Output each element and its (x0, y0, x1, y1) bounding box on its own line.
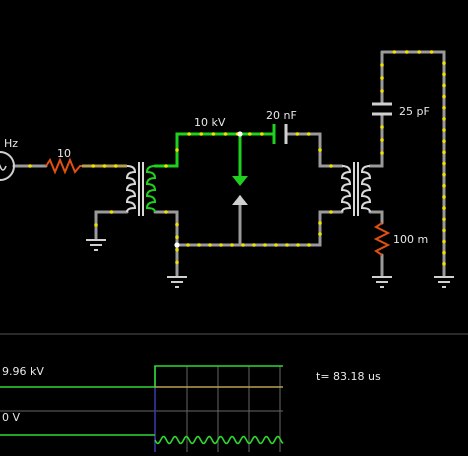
ground-icon (86, 239, 106, 251)
current-dot (380, 151, 384, 155)
current-dot (260, 132, 264, 136)
current-dot (263, 243, 267, 247)
current-dot (417, 50, 422, 54)
current-dot (329, 164, 333, 168)
junction-nodes (174, 131, 243, 248)
ground-icon (372, 276, 392, 288)
current-dot (442, 150, 446, 155)
current-dot (175, 222, 179, 227)
current-dot (102, 164, 107, 168)
current-dot (252, 243, 256, 247)
capacitor-20nf-icon[interactable] (272, 124, 288, 144)
current-dot (285, 243, 289, 247)
current-dot (442, 72, 446, 77)
current-dot (442, 184, 446, 188)
resistor-10-icon[interactable] (45, 157, 82, 175)
current-dot (296, 243, 300, 247)
current-dot (429, 50, 434, 54)
current-dot (230, 243, 234, 247)
current-dot (442, 195, 446, 199)
current-dot (91, 164, 96, 168)
current-dot (241, 243, 245, 247)
current-dot (392, 50, 397, 54)
current-dot (164, 164, 168, 168)
current-dot (113, 164, 118, 168)
current-dot (175, 260, 179, 265)
current-dot (175, 248, 179, 252)
current-dot (380, 89, 384, 93)
scope-oscillation (154, 435, 284, 445)
current-dot (442, 217, 446, 222)
resistor-100m-icon[interactable] (373, 222, 391, 256)
transformer-1-icon[interactable] (125, 162, 157, 216)
current-dot (164, 210, 168, 214)
current-dot (380, 125, 384, 129)
current-dot (199, 132, 204, 136)
current-dot (442, 262, 446, 266)
current-dot (94, 223, 98, 227)
current-dot (175, 148, 179, 152)
current-dot (442, 172, 446, 177)
current-dot (28, 164, 32, 168)
ground-icon (167, 276, 187, 288)
scope-trace-upper (0, 365, 283, 388)
spark-gap-icon[interactable] (232, 176, 248, 205)
current-dot (197, 243, 201, 247)
cap-20nf-label: 20 nF (266, 109, 297, 122)
current-dot (223, 132, 228, 136)
ac-source-icon[interactable] (0, 151, 15, 181)
resistor-10-label: 10 (57, 147, 71, 160)
current-dot (442, 128, 446, 132)
current-dot (442, 206, 446, 210)
transformer-2-icon[interactable] (340, 162, 372, 216)
current-dot (219, 243, 223, 247)
current-dot (208, 243, 212, 247)
source-label: Hz (4, 137, 19, 150)
current-dot (306, 132, 311, 136)
current-dot (405, 50, 409, 54)
scope-voltage-top: 9.96 kV (2, 365, 44, 378)
capacitor-25pf-icon[interactable] (372, 102, 392, 116)
current-dot (442, 94, 446, 99)
current-dot (442, 228, 446, 233)
resistor-100m-label: 100 m (393, 233, 429, 246)
scope-voltage-zero: 0 V (2, 411, 21, 424)
current-dot (442, 239, 446, 244)
current-dot (329, 210, 333, 214)
scope-panel[interactable] (0, 333, 468, 452)
current-dot (380, 63, 384, 67)
current-dot (307, 243, 311, 247)
current-dot (211, 132, 216, 136)
scope-time-readout: t= 83.18 us (316, 370, 381, 383)
current-dot (442, 139, 446, 143)
current-dot (318, 148, 322, 152)
current-dot (442, 117, 446, 121)
current-dot (247, 132, 252, 136)
voltage-label: 10 kV (194, 116, 226, 129)
current-dot (380, 76, 384, 80)
current-dot (186, 243, 190, 247)
current-dot (442, 83, 446, 88)
current-dot (442, 105, 446, 110)
current-dot (318, 232, 322, 236)
current-dot (175, 235, 179, 239)
current-dot (442, 161, 446, 166)
ground-icon (434, 276, 454, 288)
current-dot (295, 132, 300, 136)
cap-25pf-label: 25 pF (399, 105, 430, 118)
current-dot (442, 250, 446, 255)
current-dot (274, 243, 278, 247)
current-dots (28, 50, 446, 266)
current-dot (442, 61, 446, 65)
current-dot (318, 221, 322, 225)
current-dot (187, 132, 191, 136)
current-dot (109, 210, 114, 214)
current-dot (380, 138, 384, 142)
active-wires (153, 132, 276, 178)
